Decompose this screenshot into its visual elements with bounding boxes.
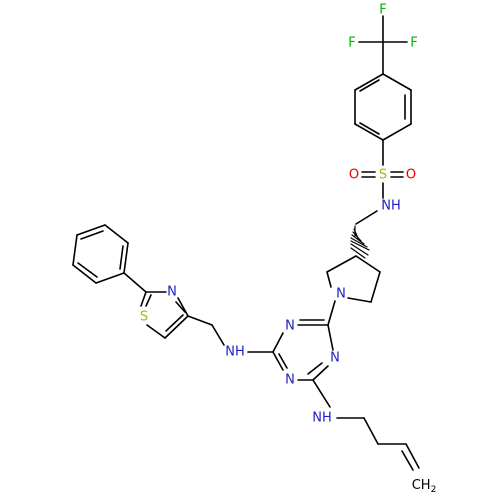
bond-pyr-2 (370, 271, 381, 303)
bond-nh-ch2-left (211, 324, 225, 346)
bond-pyr-triazine (327, 300, 336, 326)
bond-ph-4i (80, 230, 104, 240)
atom-o-left: O (349, 168, 359, 183)
bond-pyr-5 (326, 255, 357, 273)
bond-tri-3i (278, 353, 288, 369)
bond-nh-ch2 (355, 210, 378, 225)
bond-tri-5i (307, 362, 323, 375)
atom-nh-bottom: NH (312, 411, 332, 426)
bond-pyr-1 (355, 255, 381, 273)
bond-thz-1 (177, 297, 189, 317)
atom-ch2-terminal: CH2 (412, 478, 437, 495)
atom-nh-left: NH (225, 345, 245, 360)
bond-thz-5i (165, 314, 184, 332)
bond-thz-phenyl (123, 272, 147, 293)
bond-ph-5 (104, 224, 129, 244)
bond-benz-4 (354, 123, 384, 141)
bond-thz-3 (140, 291, 147, 307)
bond-ch2-thiazole (187, 315, 213, 326)
bond-benz-inner-2 (359, 122, 380, 135)
bond-chain-2 (363, 417, 379, 445)
ch2-subscript: 2 (431, 485, 437, 495)
bond-ph-3 (72, 234, 78, 266)
bond-tri-3 (272, 351, 284, 371)
bond-benz-6 (354, 73, 384, 91)
stereo-hash-bond (350, 225, 370, 259)
atom-f-top: F (379, 3, 386, 18)
ch2-main: CH (412, 478, 431, 493)
atom-nh-sulfonamide: NH (381, 199, 401, 214)
bond-chain-4i (401, 450, 414, 471)
bond-ph-2i (77, 262, 98, 278)
bond-ph-2 (72, 264, 97, 284)
bond-thz-5 (164, 315, 189, 339)
atom-o-right: O (406, 168, 416, 183)
bond-thz-3i (145, 294, 152, 307)
bond-tri-nh-bottom (312, 379, 331, 408)
atom-f-left: F (348, 36, 355, 51)
bond-tri-2 (272, 332, 284, 353)
bond-thz-1i (175, 301, 186, 313)
bond-ph-6 (123, 242, 129, 274)
bond-tri-5 (312, 365, 329, 381)
bond-pyr-4 (326, 271, 332, 288)
bond-thz-4 (146, 324, 166, 339)
bond-benz-inner-3 (359, 79, 380, 92)
atom-n-thiazole: N (167, 285, 177, 300)
bond-benz-1 (382, 73, 412, 91)
atom-f-right: F (410, 36, 417, 51)
atom-n-pyrrolidine: N (336, 287, 346, 302)
bond-chain-4 (405, 443, 420, 469)
atom-s-sulfonyl: S (379, 168, 387, 183)
atom-labels: F F F S O O NH N N N N NH NH S N CH2 (140, 3, 436, 495)
bond-pyr-3 (347, 297, 372, 303)
bond-ph-1 (95, 272, 125, 284)
atom-n-triazine-bottom: N (285, 373, 295, 388)
bonds (72, 15, 420, 471)
bond-benz-3 (382, 123, 412, 141)
atom-n-triazine-right: N (330, 351, 340, 366)
bond-ph-6i (119, 245, 124, 270)
bond-ph-4 (76, 224, 106, 236)
bond-tri-6 (327, 324, 334, 351)
atom-n-triazine-top: N (285, 319, 295, 334)
atom-s-thiazole: S (140, 310, 148, 325)
